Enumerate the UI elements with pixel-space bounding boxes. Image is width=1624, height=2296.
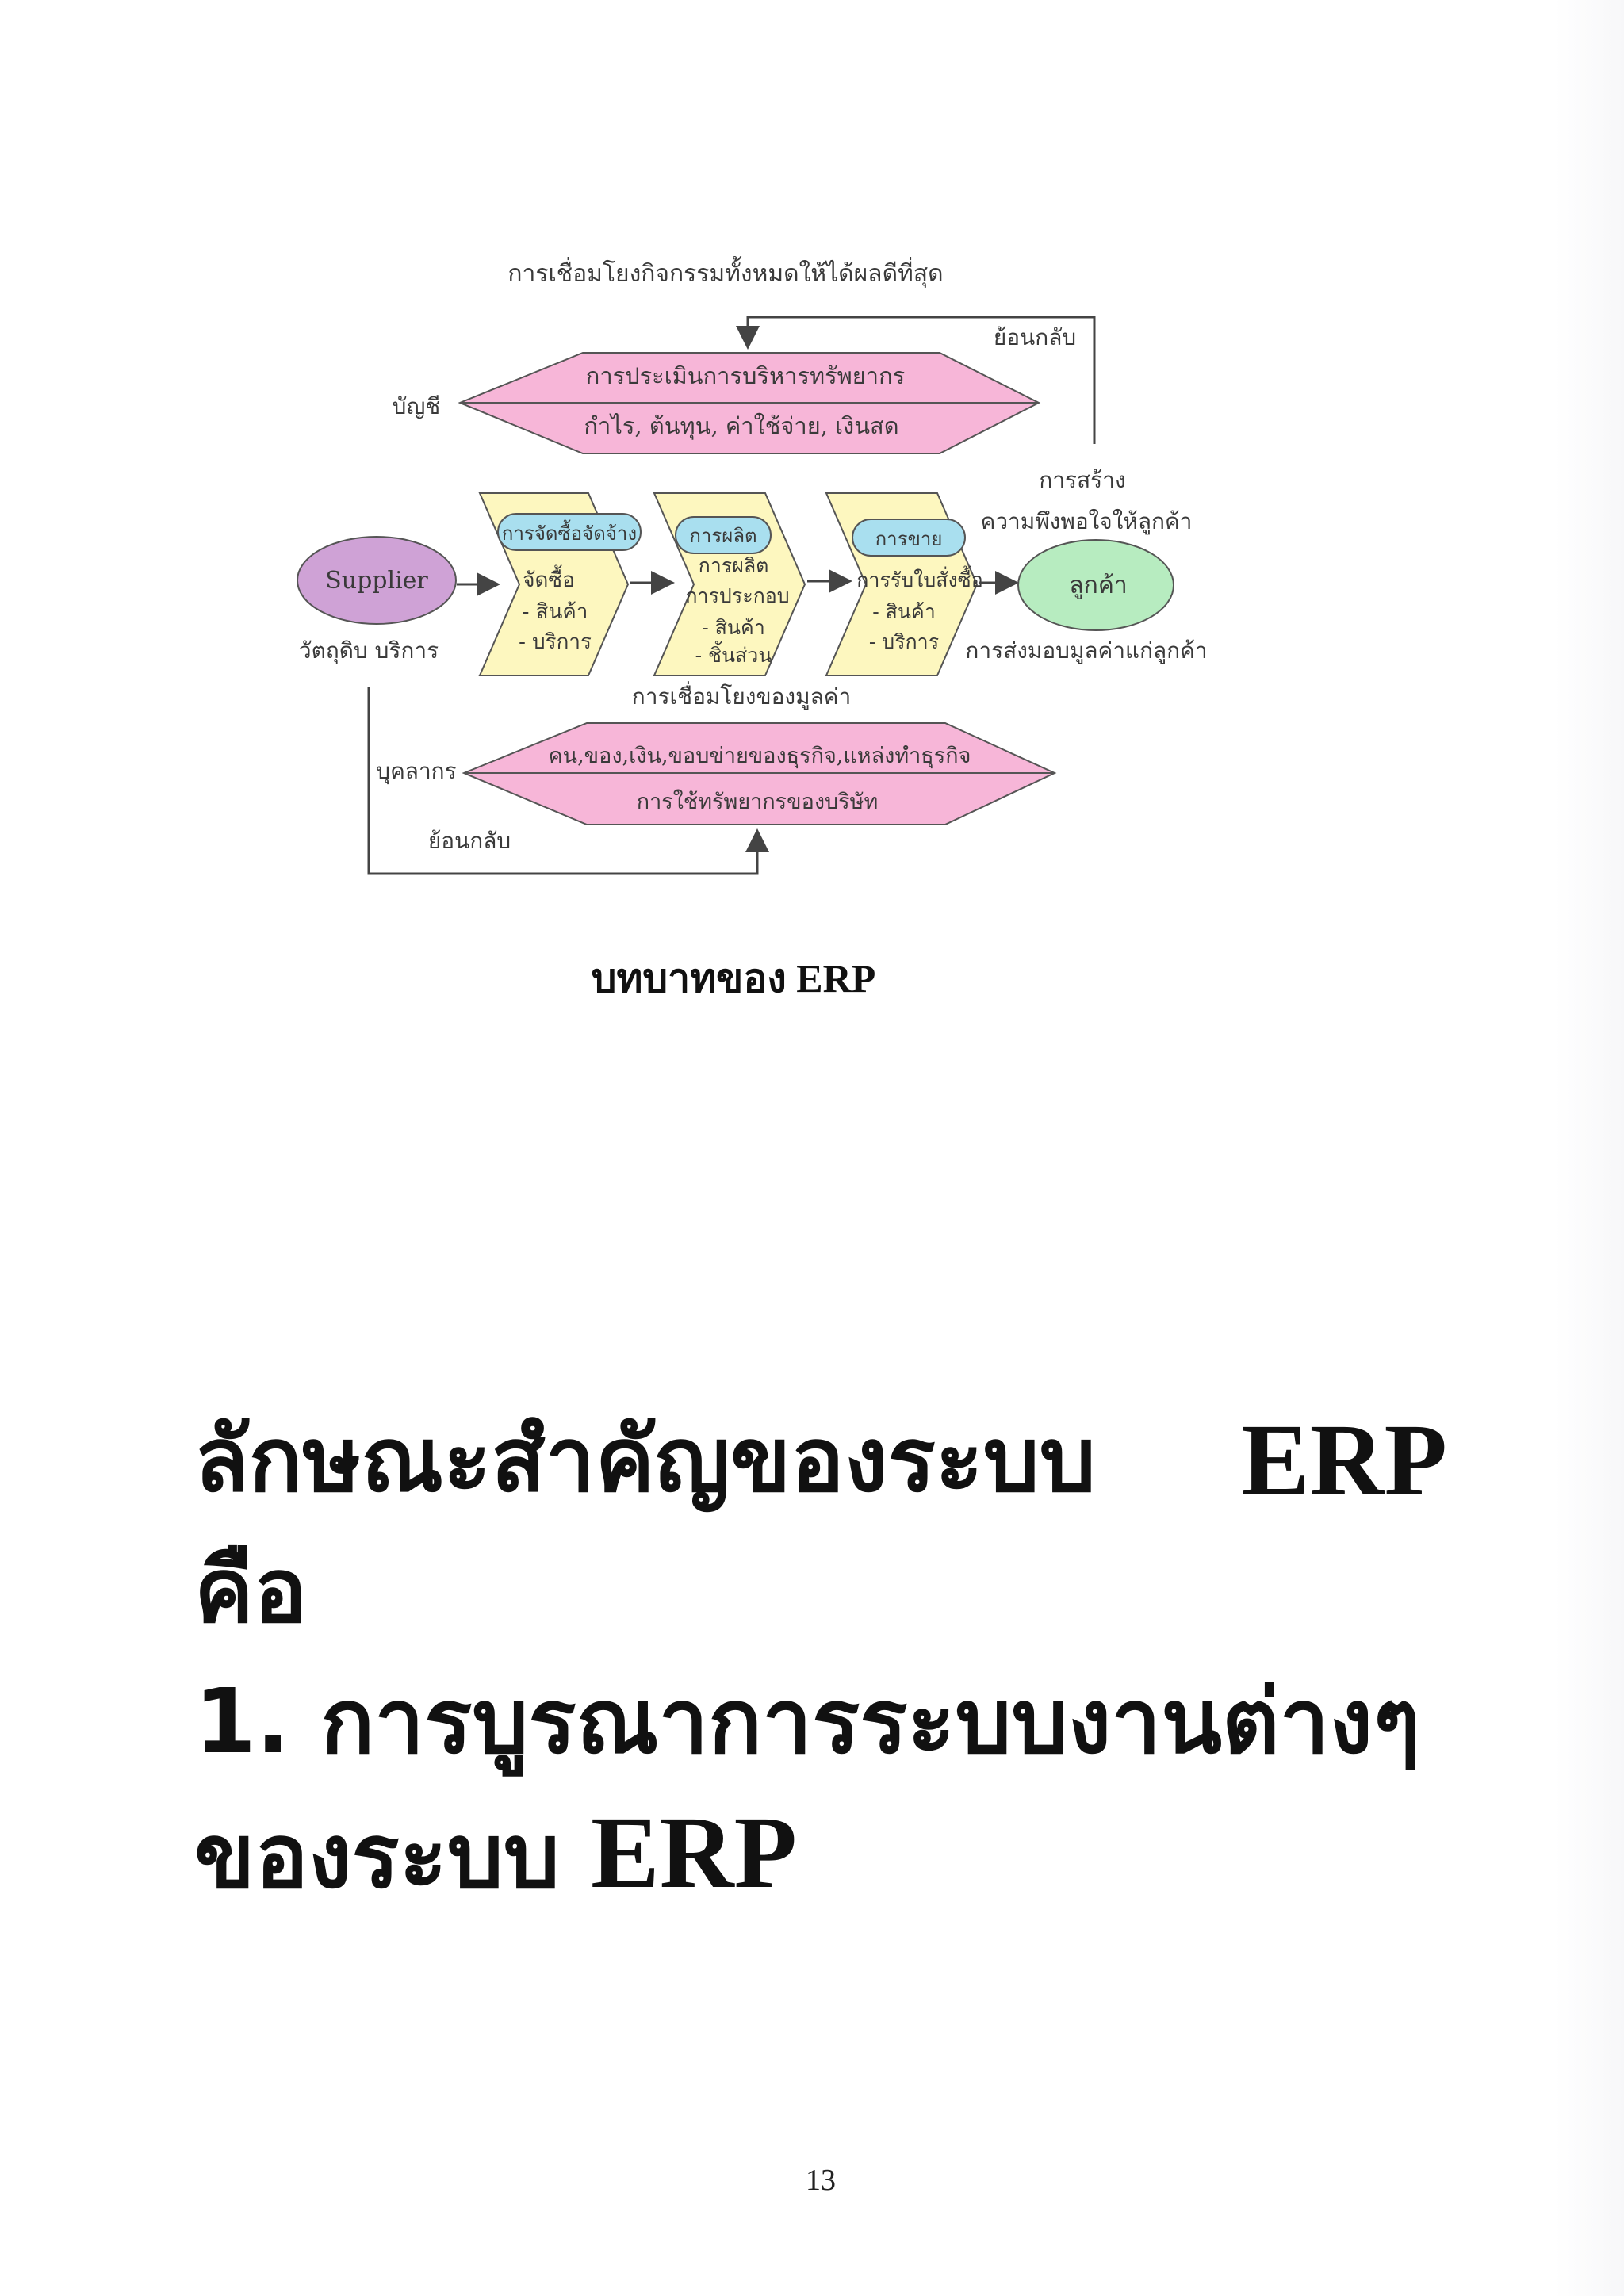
production-line4: - ชิ้นส่วน [695, 641, 772, 667]
company-resources-top: คน,ของ,เงิน,ขอบข่ายของธุรกิจ,แหล่งทำธุรก… [549, 744, 971, 769]
supplier-ellipse [297, 536, 457, 625]
procurement-tag-text: การจัดซื้อจัดจ้าง [502, 519, 637, 545]
production-line1: การผลิต [699, 554, 769, 577]
personnel-label: บุคลากร [376, 758, 456, 785]
section-heading: ลักษณะสำคัญของระบบ ERP คือ 1. การบูรณากา… [194, 1395, 1447, 1919]
sales-line3: - บริการ [869, 630, 939, 653]
page-edge-shade [1554, 0, 1624, 2296]
satisfaction-line2: ความพึงพอใจให้ลูกค้า [981, 508, 1193, 535]
procurement-line2: - สินค้า [523, 600, 588, 624]
customer-ellipse [1017, 539, 1174, 631]
heading-line-2: คือ [194, 1526, 1447, 1657]
sales-line1: การรับใบสั่งซื้อ [856, 565, 982, 591]
heading-line-4-erp: ERP [591, 1796, 798, 1910]
feedback-loop-bottom [367, 687, 769, 875]
company-resources-bottom: การใช้ทรัพยากรของบริษัท [637, 789, 879, 814]
sales-line2: - สินค้า [872, 600, 936, 623]
erp-role-diagram: การเชื่อมโยงกิจกรรมทั้งหมดให้ได้ผลดีที่ส… [297, 256, 1208, 875]
feedback-bottom-label: ย้อนกลับ [428, 828, 511, 854]
procurement-line1: จัดซื้อ [523, 564, 574, 592]
heading-line-1-text: ลักษณะสำคัญของระบบ [194, 1409, 1096, 1512]
heading-line-3: 1. การบูรณาการระบบงานต่างๆ [194, 1657, 1447, 1788]
top-caption: การเชื่อมโยงกิจกรรมทั้งหมดให้ได้ผลดีที่ส… [508, 256, 943, 289]
customer-label: ลูกค้า [1069, 572, 1127, 599]
feedback-loop-top [736, 316, 1096, 444]
heading-line-4: ของระบบ ERP [194, 1788, 1447, 1919]
customer-sub: การส่งมอบมูลค่าแก่ลูกค้า [965, 637, 1207, 664]
sales-tag-text: การขาย [875, 528, 943, 550]
page-number: 13 [806, 2164, 836, 2197]
resource-eval-title: การประเมินการบริหารทรัพยากร [586, 362, 905, 389]
satisfaction-line1: การสร้าง [1039, 467, 1125, 493]
heading-line-4-prefix: ของระบบ [194, 1805, 592, 1908]
heading-line-1: ลักษณะสำคัญของระบบ ERP [194, 1395, 1447, 1526]
procurement-tag [497, 513, 642, 551]
production-line2: การประกอบ [685, 584, 789, 607]
production-tag-text: การผลิต [689, 525, 756, 547]
sales-tag [852, 519, 966, 557]
production-tag [675, 516, 772, 554]
procurement-line3: - บริการ [519, 630, 592, 654]
heading-line-2-text: คือ [194, 1540, 308, 1643]
supplier-label: Supplier [325, 567, 428, 595]
resource-eval-items: กำไร, ต้นทุน, ค่าใช้จ่าย, เงินสด [584, 412, 898, 440]
figure-caption: บทบาทของ ERP [591, 956, 876, 1001]
accounting-label: บัญชี [393, 393, 441, 419]
heading-line-3-text: 1. การบูรณาการระบบงานต่างๆ [194, 1670, 1421, 1774]
production-line3: - สินค้า [702, 616, 765, 639]
supplier-sub: วัตถุดิบ บริการ [299, 637, 439, 664]
feedback-top-label: ย้อนกลับ [994, 324, 1076, 350]
value-chain-label: การเชื่อมโยงของมูลค่า [632, 681, 851, 710]
heading-line-1-erp: ERP [1241, 1403, 1447, 1517]
